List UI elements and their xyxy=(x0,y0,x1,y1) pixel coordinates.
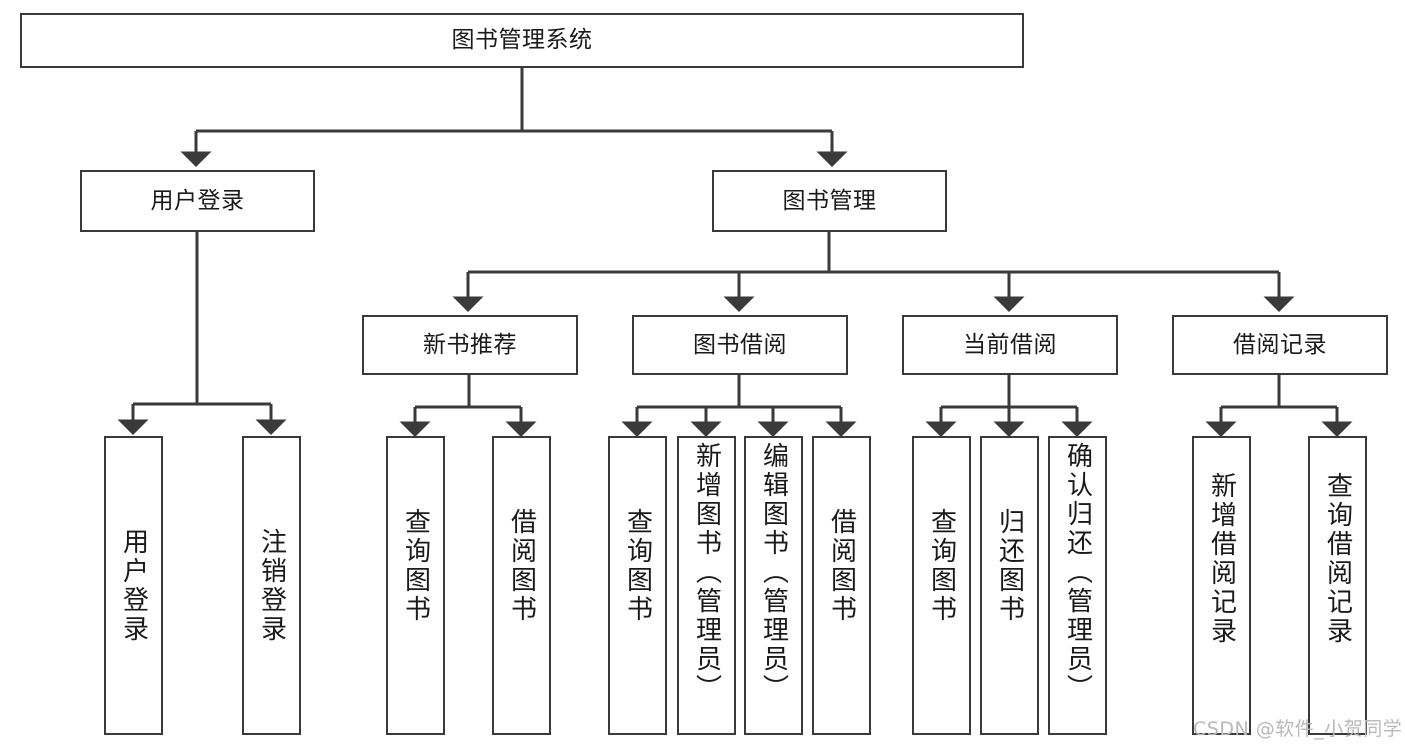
node-label: 确认归还（管理员） xyxy=(1062,442,1093,703)
leaf-confirm-return-admin[interactable]: 确认归还（管理员） xyxy=(1048,436,1107,735)
node-user-login[interactable]: 用户登录 xyxy=(80,170,315,232)
leaf-logout-login[interactable]: 注销登录 xyxy=(242,436,301,735)
leaf-return-book[interactable]: 归还图书 xyxy=(980,436,1039,735)
node-label: 图书管理 xyxy=(782,187,877,214)
node-label: 新增图书（管理员） xyxy=(691,442,722,703)
node-label: 图书管理系统 xyxy=(451,27,593,54)
csdn-watermark: CSDN @软件_小贺同学 xyxy=(1193,718,1403,740)
node-label: 借阅记录 xyxy=(1233,331,1327,358)
leaf-user-login[interactable]: 用户登录 xyxy=(104,436,163,735)
node-book-management[interactable]: 图书管理 xyxy=(712,170,947,232)
node-label: 借阅图书 xyxy=(826,508,857,624)
leaf-edit-book-admin[interactable]: 编辑图书（管理员） xyxy=(744,436,803,735)
node-label: 新书推荐 xyxy=(423,331,517,358)
node-label: 查询图书 xyxy=(622,508,653,624)
node-label: 查询图书 xyxy=(926,508,957,624)
node-label: 归还图书 xyxy=(994,508,1025,624)
leaf-add-borrow-record[interactable]: 新增借阅记录 xyxy=(1192,436,1251,735)
node-root-system[interactable]: 图书管理系统 xyxy=(20,13,1024,68)
leaf-borrow-book[interactable]: 借阅图书 xyxy=(812,436,871,735)
node-label: 当前借阅 xyxy=(963,331,1057,358)
leaf-query-book-recommend[interactable]: 查询图书 xyxy=(386,436,445,735)
node-label: 借阅图书 xyxy=(506,508,537,624)
leaf-borrow-book-recommend[interactable]: 借阅图书 xyxy=(492,436,551,735)
leaf-add-book-admin[interactable]: 新增图书（管理员） xyxy=(677,436,736,735)
node-current-borrow[interactable]: 当前借阅 xyxy=(902,315,1118,375)
node-borrow-record[interactable]: 借阅记录 xyxy=(1172,315,1388,375)
node-book-borrow[interactable]: 图书借阅 xyxy=(632,315,848,375)
node-label: 查询借阅记录 xyxy=(1322,472,1353,646)
node-label: 新增借阅记录 xyxy=(1206,472,1237,646)
leaf-query-borrow-record[interactable]: 查询借阅记录 xyxy=(1308,436,1367,735)
leaf-query-book-borrow[interactable]: 查询图书 xyxy=(608,436,667,735)
node-label: 查询图书 xyxy=(400,508,431,624)
node-label: 图书借阅 xyxy=(693,331,787,358)
node-label: 用户登录 xyxy=(118,527,149,644)
node-label: 编辑图书（管理员） xyxy=(758,442,789,703)
node-label: 注销登录 xyxy=(256,527,287,644)
node-new-book-recommend[interactable]: 新书推荐 xyxy=(362,315,578,375)
node-label: 用户登录 xyxy=(150,187,245,214)
leaf-query-book-current[interactable]: 查询图书 xyxy=(912,436,971,735)
